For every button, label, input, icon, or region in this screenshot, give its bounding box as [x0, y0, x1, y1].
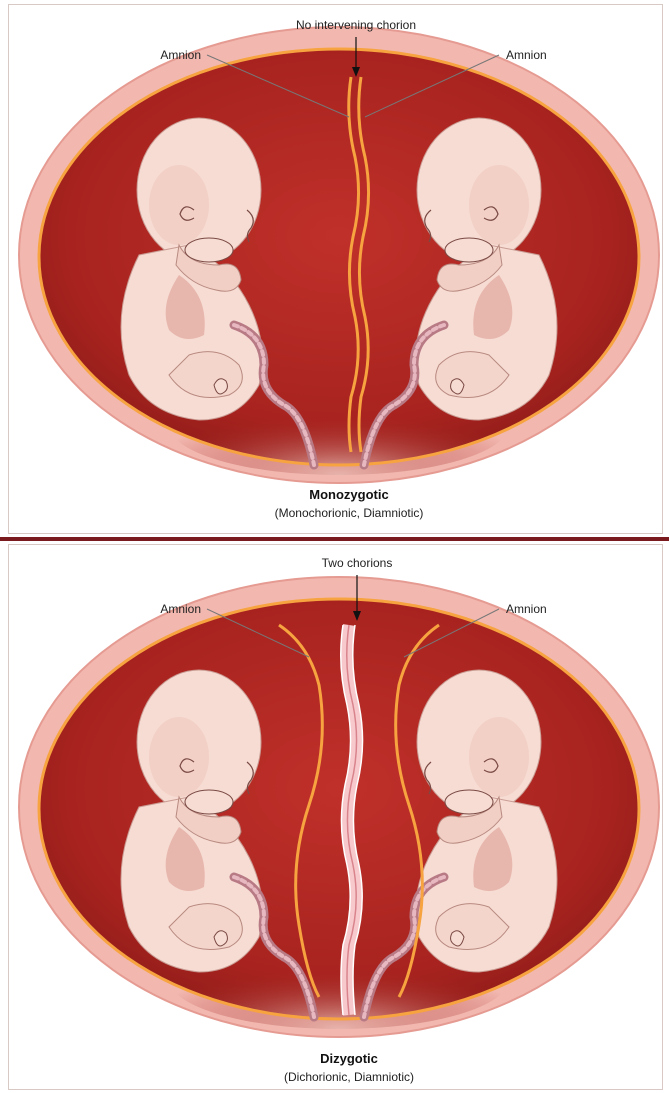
right-amnion-label: Amnion: [506, 602, 547, 616]
top-label: No intervening chorion: [296, 18, 416, 32]
caption-subtitle: (Monochorionic, Diamniotic): [275, 506, 424, 520]
monozygotic-panel: No intervening chorion Amnion Amnion Mon…: [8, 4, 663, 534]
dizygotic-panel: Two chorions Amnion Amnion Dizygotic (Di…: [8, 544, 663, 1090]
dizygotic-diagram: Two chorions Amnion Amnion Dizygotic (Di…: [9, 545, 664, 1091]
right-amnion-label: Amnion: [506, 48, 547, 62]
caption-title: Dizygotic: [320, 1051, 378, 1066]
left-amnion-label: Amnion: [160, 48, 201, 62]
monozygotic-diagram: No intervening chorion Amnion Amnion Mon…: [9, 5, 664, 535]
left-amnion-label: Amnion: [160, 602, 201, 616]
caption-subtitle: (Dichorionic, Diamniotic): [284, 1070, 414, 1084]
top-label: Two chorions: [322, 556, 393, 570]
caption-title: Monozygotic: [309, 487, 388, 502]
panel-divider: [0, 537, 669, 541]
